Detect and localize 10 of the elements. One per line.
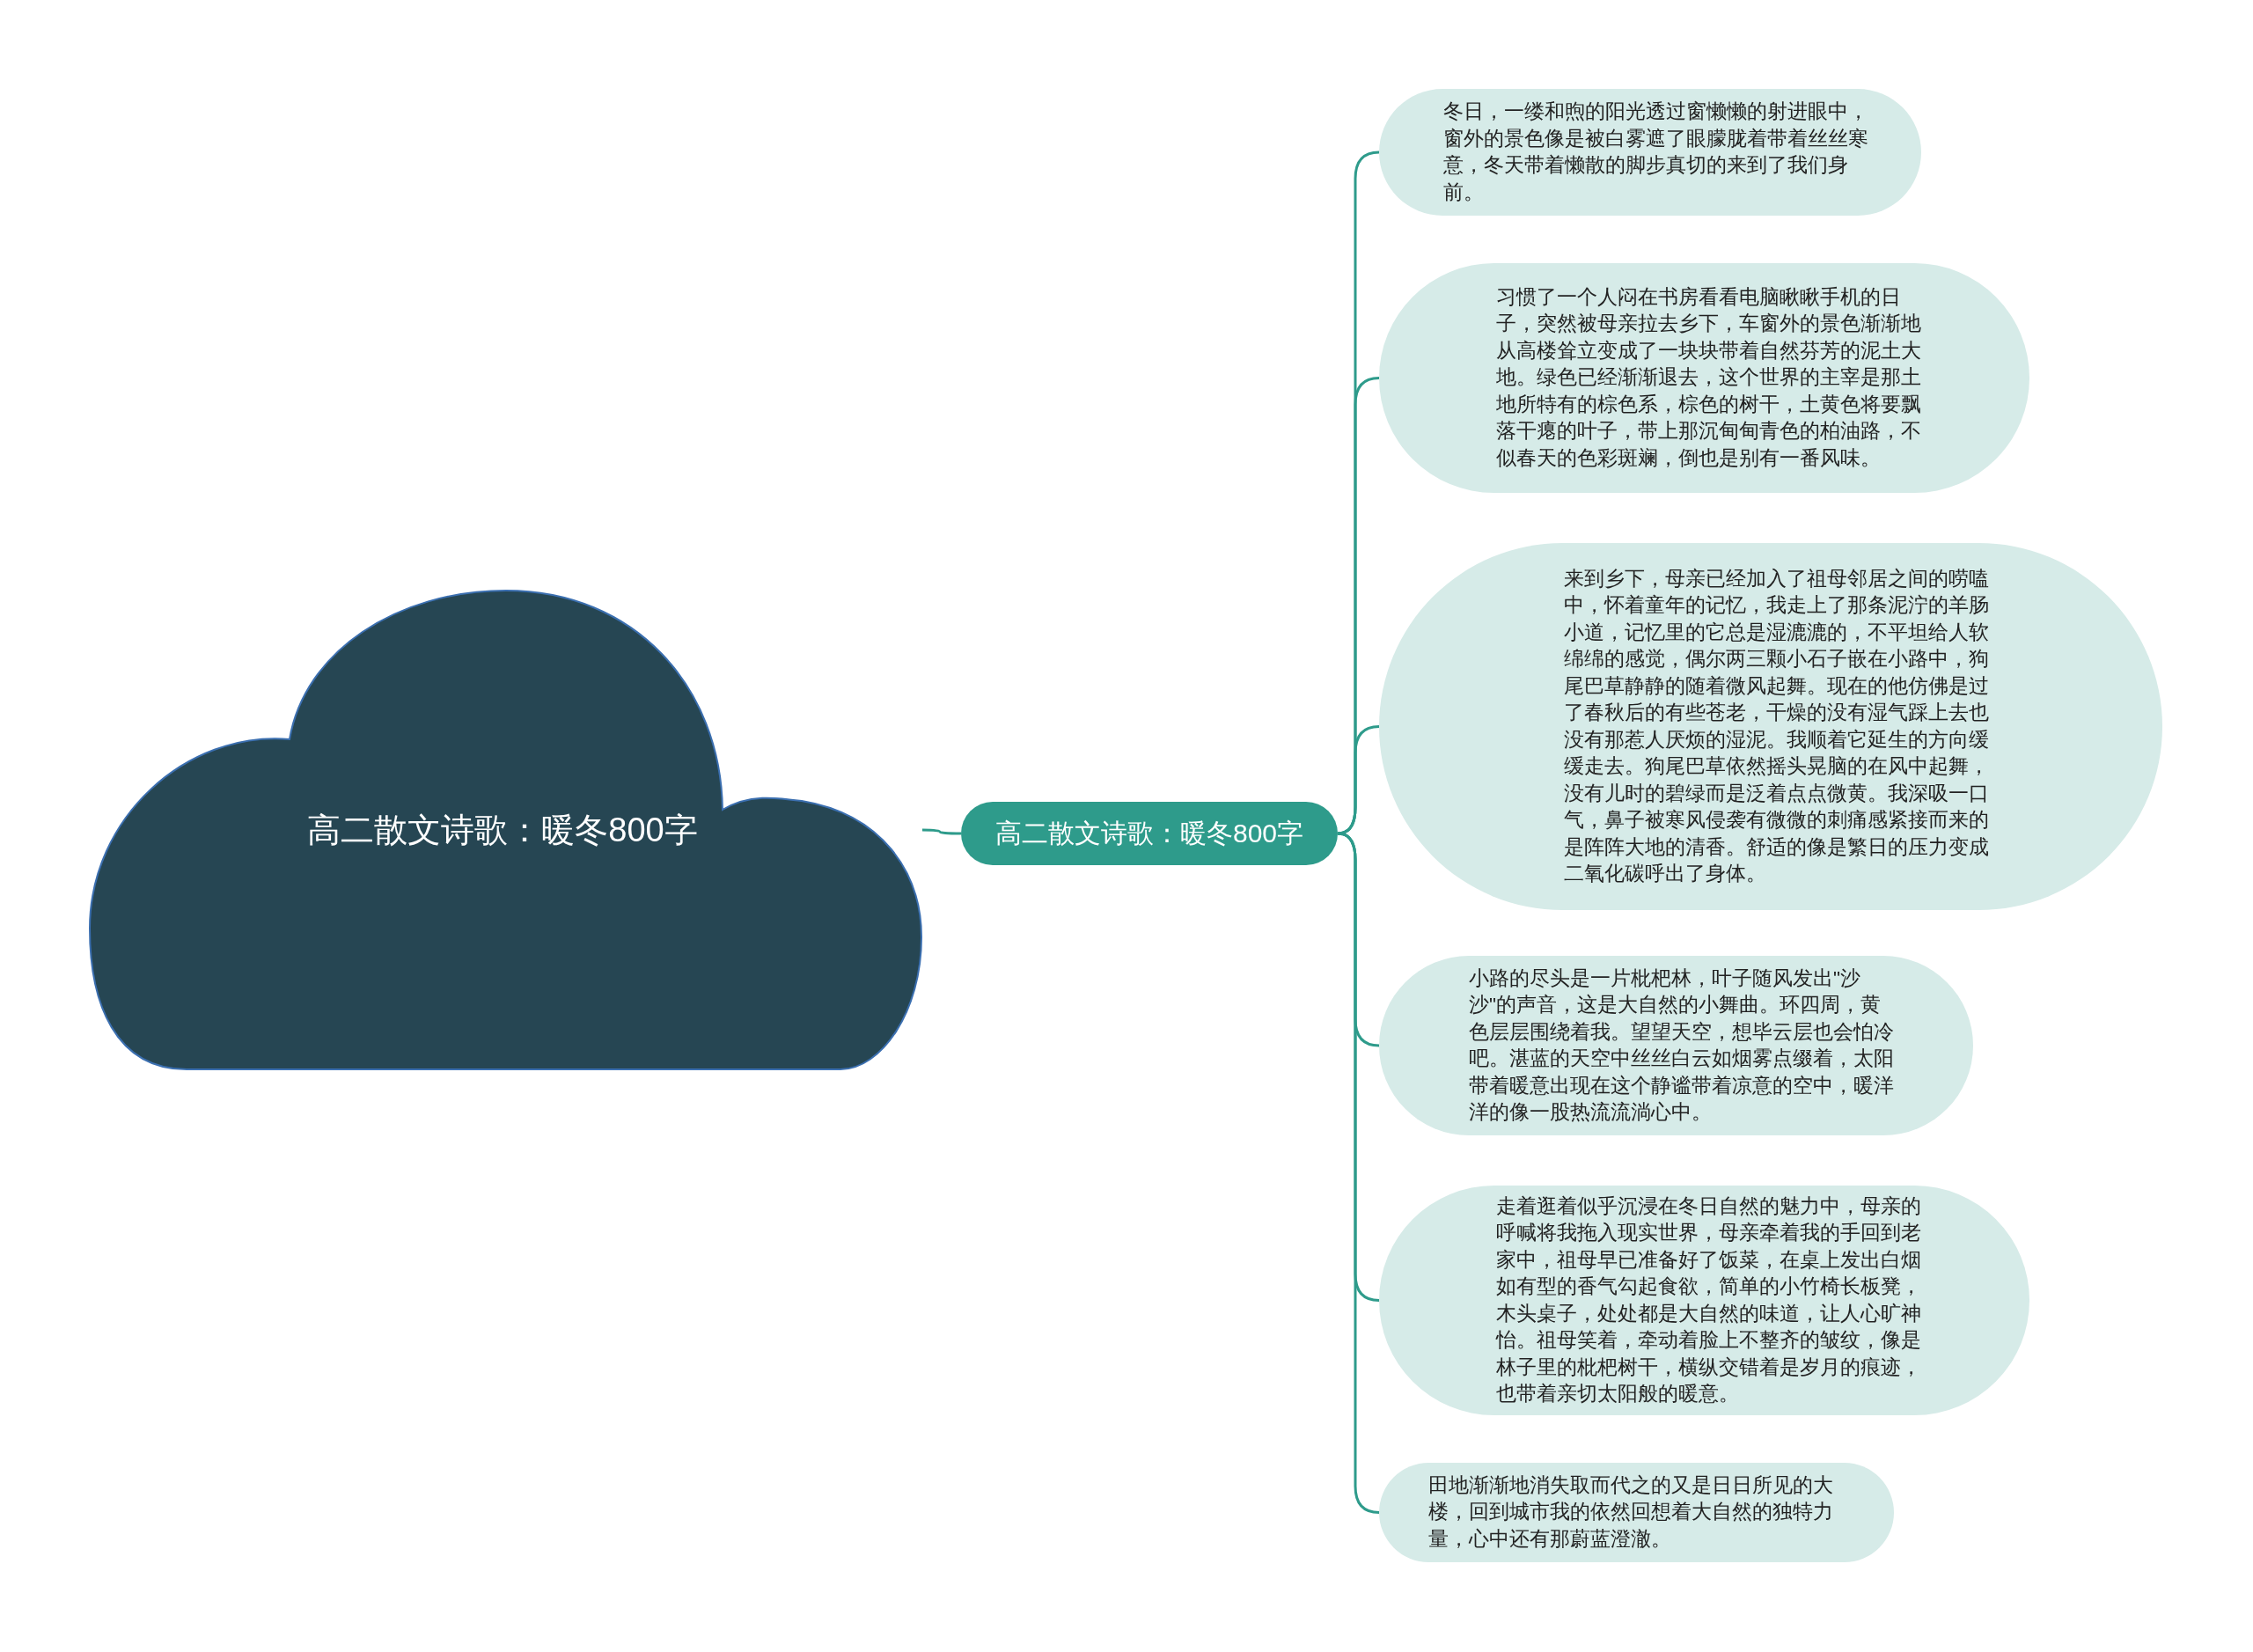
paragraph-text: 冬日，一缕和煦的阳光透过窗懒懒的射进眼中，窗外的景色像是被白雾遮了眼朦胧着带着丝丝寒意，冬天带着懒散的脚步真切的来到了我们身前。 [1443,99,1869,205]
connector-line [922,828,961,835]
paragraph-text: 小路的尽头是一片枇杷林，叶子随风发出"沙沙"的声音，这是大自然的小舞曲。环四周，黄色层层围绕着我。望望天空，想毕云层也会怕冷吧。湛蓝的天空中丝丝白云如烟雾点缀着，太阳带着暖意出现在这个静谧带着凉意的空中，暖洋洋的像一股热流流淌心中。 [1469,966,1895,1125]
paragraph-text: 来到乡下，母亲已经加入了祖母邻居之间的唠嗑中，怀着童年的记忆，我走上了那条泥泞的羊肠小道，记忆里的它总是湿漉漉的，不平坦给人软绵绵的感觉，偶尔两三颗小石子嵌在小路中，狗尾巴草静静的随着微风起舞。现在的他仿佛是过了春秋后的有些苍老，干燥的没有湿气踩上去也没有那惹人厌烦的湿泥。我顺着它延生的方向缓缓走去。狗尾巴草依然摇头晃脑的在风中起舞，没有儿时的碧绿而是泛着点点微黄。我深吸一口气，鼻子被寒风侵袭有微微的刺痛感紧接而来的是阵阵大地的清香。舒适的像是繁日的压力变成二氧化碳呼出了身体。 [1564,566,1990,886]
paragraph-text: 走着逛着似乎沉浸在冬日自然的魅力中，母亲的呼喊将我拖入现实世界，母亲牵着我的手回到老家中，祖母早已准备好了饭菜，在桌上发出白烟如有型的香气勾起食欲，简单的小竹椅长板凳，木头桌子，处处都是大自然的味道，让人心旷神怡。祖母笑着，牵动着脸上不整齐的皱纹，像是林子里的枇杷树干，横纵交错着是岁月的痕迹，也带着亲切太阳般的暖意。 [1496,1193,1922,1406]
paragraph-text: 田地渐渐地消失取而代之的又是日日所见的大楼，回到城市我的依然回想着大自然的独特力量，心中还有那蔚蓝澄澈。 [1428,1472,1834,1552]
topic-text: 高二散文诗歌：暖冬800字 [994,817,1304,849]
cloud-shape [89,590,922,1070]
paragraph-text: 习惯了一个人闷在书房看看电脑瞅瞅手机的日子，突然被母亲拉去乡下，车窗外的景色渐渐地从高楼耸立变成了一块块带着自然芬芳的泥土大地。绿色已经渐渐退去，这个世界的主宰是那土地所特有的棕色系，棕色的树干，土黄色将要飘落干瘪的叶子，带上那沉甸甸青色的柏油路，不似春天的色彩斑斓，倒也是别有一番风味。 [1496,284,1922,471]
topic-text: 高二散文诗歌：暖冬800字 [306,811,699,850]
